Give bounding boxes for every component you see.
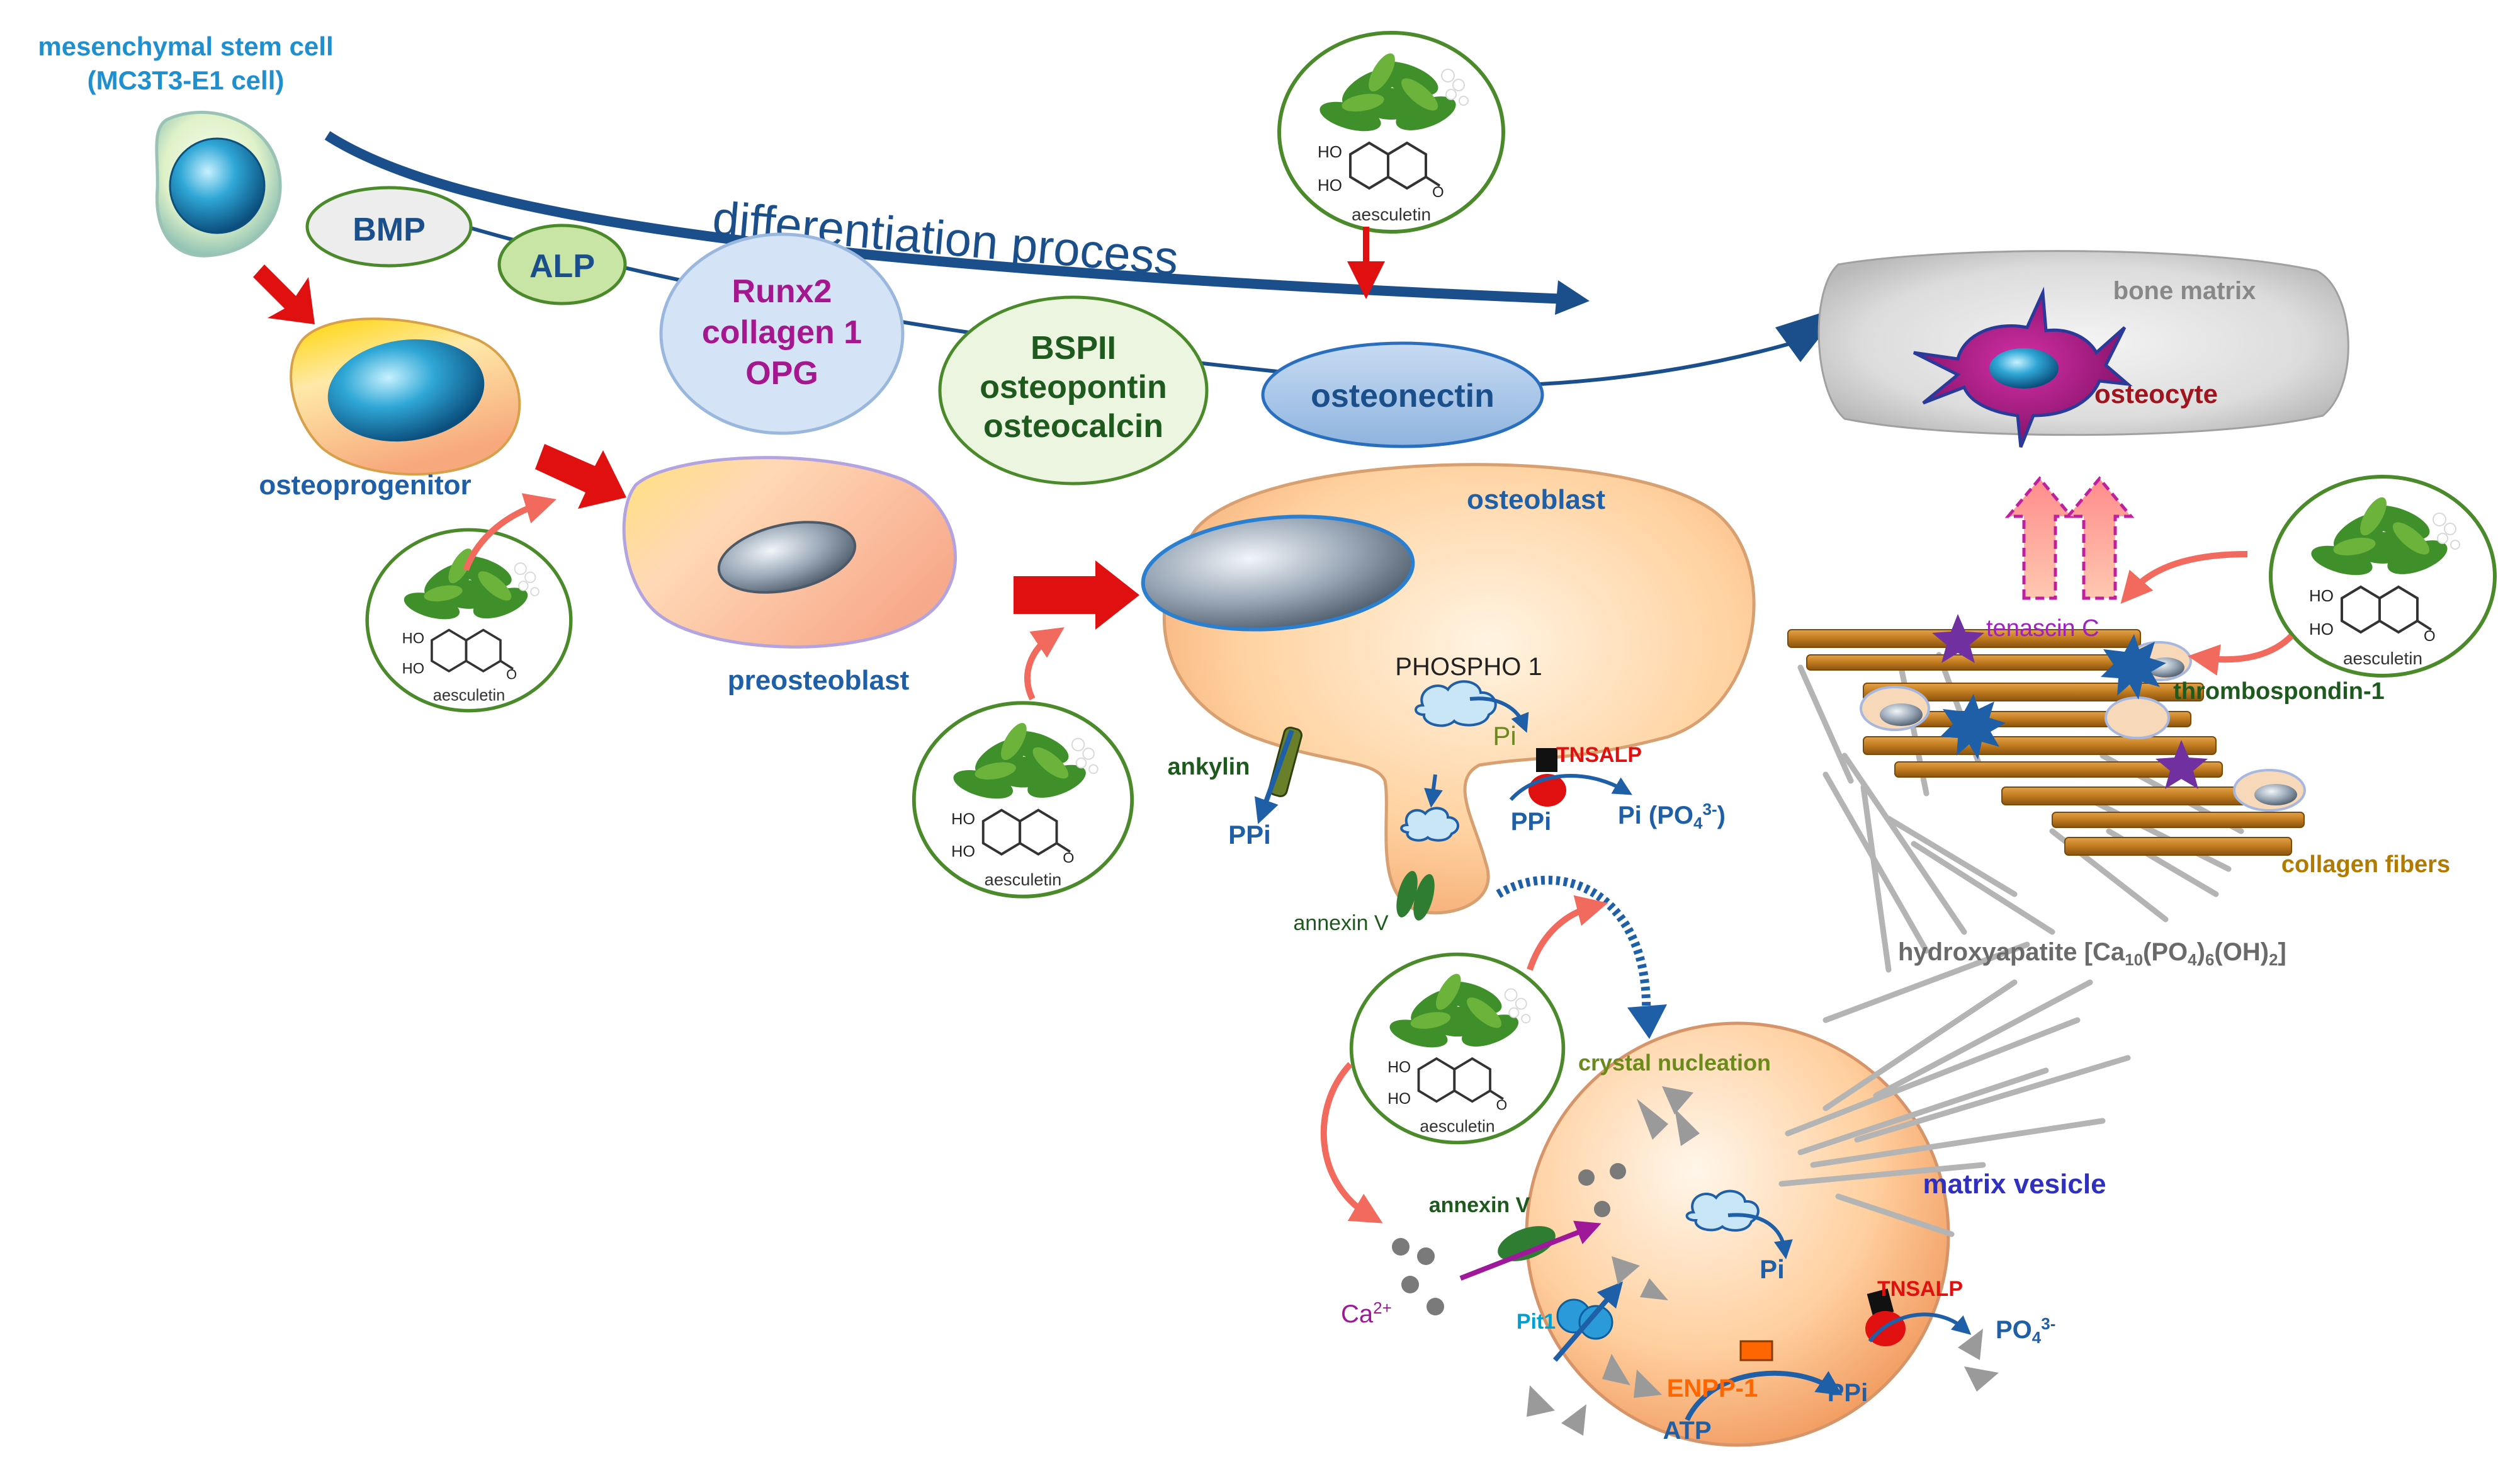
stalk-arrow xyxy=(1424,774,1443,808)
alp-marker: ALP xyxy=(497,224,627,305)
marker-connecting-line xyxy=(383,200,1814,388)
bmp-marker: BMP xyxy=(305,186,473,268)
svg-text:OPG: OPG xyxy=(745,355,818,392)
vesicle-pi-arrow xyxy=(1727,1213,1793,1259)
ankylin-arrow xyxy=(1254,729,1294,824)
progenitor-to-preosteoblast-arrow xyxy=(535,444,626,509)
aesculetin-collagen xyxy=(2271,477,2495,676)
vesicle-annexin-v-icon xyxy=(1498,1226,1556,1261)
vesicle-crystal-shards xyxy=(1527,1086,1999,1436)
vesicle-tnsalp-arrow xyxy=(1868,1312,1972,1343)
phospho1-label: PHOSPHO 1 xyxy=(1395,653,1542,681)
osteoblast-pi-label: Pi xyxy=(1493,721,1516,751)
svg-text:osteocalcin: osteocalcin xyxy=(983,408,1163,445)
aesculetin-collagen-arrow-lower xyxy=(2188,633,2294,676)
msc-to-progenitor-arrow xyxy=(253,264,315,324)
aesculetin-vesicle-down-arrow xyxy=(1320,1062,1383,1223)
svg-text:BMP: BMP xyxy=(353,212,426,248)
svg-text:BSPII: BSPII xyxy=(1031,330,1116,366)
vesicle-tnsalp-label: TNSALP xyxy=(1877,1277,1963,1301)
vesicle-budding-arrowhead xyxy=(1627,1004,1667,1039)
tenascin-c-label: tenascin C xyxy=(1986,615,2099,642)
preosteoblast-label: preosteoblast xyxy=(728,665,910,696)
osteonectin-marker: osteonectin xyxy=(1261,341,1544,448)
preosteoblast-to-osteoblast-arrow xyxy=(1014,560,1139,630)
differentiation-arrow xyxy=(324,131,1568,304)
collagen-fibers xyxy=(1787,629,2305,856)
tnsalp-arrow xyxy=(1509,774,1632,801)
atp-label: ATP xyxy=(1663,1417,1711,1445)
aesculetin-osteoblast-arrow xyxy=(1024,627,1065,701)
svg-text:osteopontin: osteopontin xyxy=(980,369,1167,406)
ankylin-label: ankylin xyxy=(1168,754,1250,780)
pi-po4-label: Pi (PO43-) xyxy=(1618,800,1726,832)
preosteoblast-cell xyxy=(622,456,957,649)
enpp1-enzyme-icon xyxy=(1739,1340,1773,1361)
matrix-vesicle-label: matrix vesicle xyxy=(1923,1169,2106,1200)
tenascin-star-icons xyxy=(1932,614,2208,789)
stalk-annexin-v-label: annexin V xyxy=(1293,911,1389,935)
bspii-marker: BSPII osteopontin osteocalcin xyxy=(938,295,1209,485)
aesculetin-vesicle xyxy=(1352,955,1564,1143)
osteocyte-cell xyxy=(1913,287,2133,448)
enpp1-arrow xyxy=(1685,1370,1843,1421)
calcium-label: Ca2+ xyxy=(1341,1298,1392,1328)
aesculetin-collagen-arrow-upper xyxy=(2120,551,2248,604)
vesicle-annexin-v-label: annexin V xyxy=(1429,1193,1530,1217)
svg-text:ALP: ALP xyxy=(529,248,595,285)
mineralization-up-arrows xyxy=(2004,476,2135,600)
pit1-arrow xyxy=(1552,1281,1624,1362)
aesculetin-osteoblast xyxy=(914,703,1132,896)
vesicle-pi-label: Pi xyxy=(1760,1254,1785,1284)
ankylin-channel-icon xyxy=(1268,726,1303,798)
svg-text:collagen 1: collagen 1 xyxy=(702,314,862,351)
osteoblast-tnsalp-label: TNSALP xyxy=(1556,743,1642,767)
crystal-nucleation-label: crystal nucleation xyxy=(1578,1050,1771,1076)
phospho1-arrow xyxy=(1469,696,1529,733)
osteoprogenitor-label: osteoprogenitor xyxy=(259,470,471,501)
collagen-fibers-label: collagen fibers xyxy=(2281,851,2450,878)
enpp1-label: ENPP-1 xyxy=(1667,1375,1758,1402)
phospho1-cloud-icon xyxy=(1415,680,1497,727)
osteoblast-label: osteoblast xyxy=(1467,484,1605,515)
thrombospondin-burst-icons xyxy=(1940,634,2166,759)
osteocyte-label: osteocyte xyxy=(2094,379,2218,409)
differentiation-arrowhead xyxy=(1555,280,1590,315)
vesicle-ppi-label: PPi xyxy=(1828,1379,1868,1407)
osteoprogenitor-cell xyxy=(290,317,521,476)
pit1-label: Pit1 xyxy=(1517,1310,1556,1334)
thrombospondin-label: thrombospondin-1 xyxy=(2173,678,2385,705)
msc-label-line1: mesenchymal stem cell xyxy=(38,31,333,61)
stalk-cloud-icon xyxy=(1400,807,1459,842)
ankylin-ppi-label: PPi xyxy=(1228,820,1271,849)
vesicle-cloud-icon xyxy=(1685,1189,1760,1232)
stalk-annexin-v-icon xyxy=(1396,871,1435,921)
aesculetin-osteoprogenitor-arrow xyxy=(463,493,557,571)
calcium-influx-arrow xyxy=(1459,1220,1602,1281)
aesculetin-vesicle-up-arrow xyxy=(1527,895,1608,971)
bone-matrix-label: bone matrix xyxy=(2113,277,2256,305)
runx2-marker: Runx2 collagen 1 OPG xyxy=(659,232,905,435)
svg-text:Runx2: Runx2 xyxy=(732,273,832,310)
aesculetin-top xyxy=(1279,33,1503,232)
calcium-ions xyxy=(1392,1163,1626,1315)
msc-label-line2: (MC3T3-E1 cell) xyxy=(88,65,285,95)
hydroxyapatite-label: hydroxyapatite [Ca10(PO4)6(OH)2] xyxy=(1898,938,2286,969)
svg-text:osteonectin: osteonectin xyxy=(1311,378,1494,414)
pit1-transporter-icon xyxy=(1556,1298,1613,1340)
osteoblast-tnsalp-ppi-label: PPi xyxy=(1511,808,1551,836)
vesicle-po4-label: PO43- xyxy=(1996,1314,2055,1347)
mesenchymal-stem-cell xyxy=(155,110,282,258)
